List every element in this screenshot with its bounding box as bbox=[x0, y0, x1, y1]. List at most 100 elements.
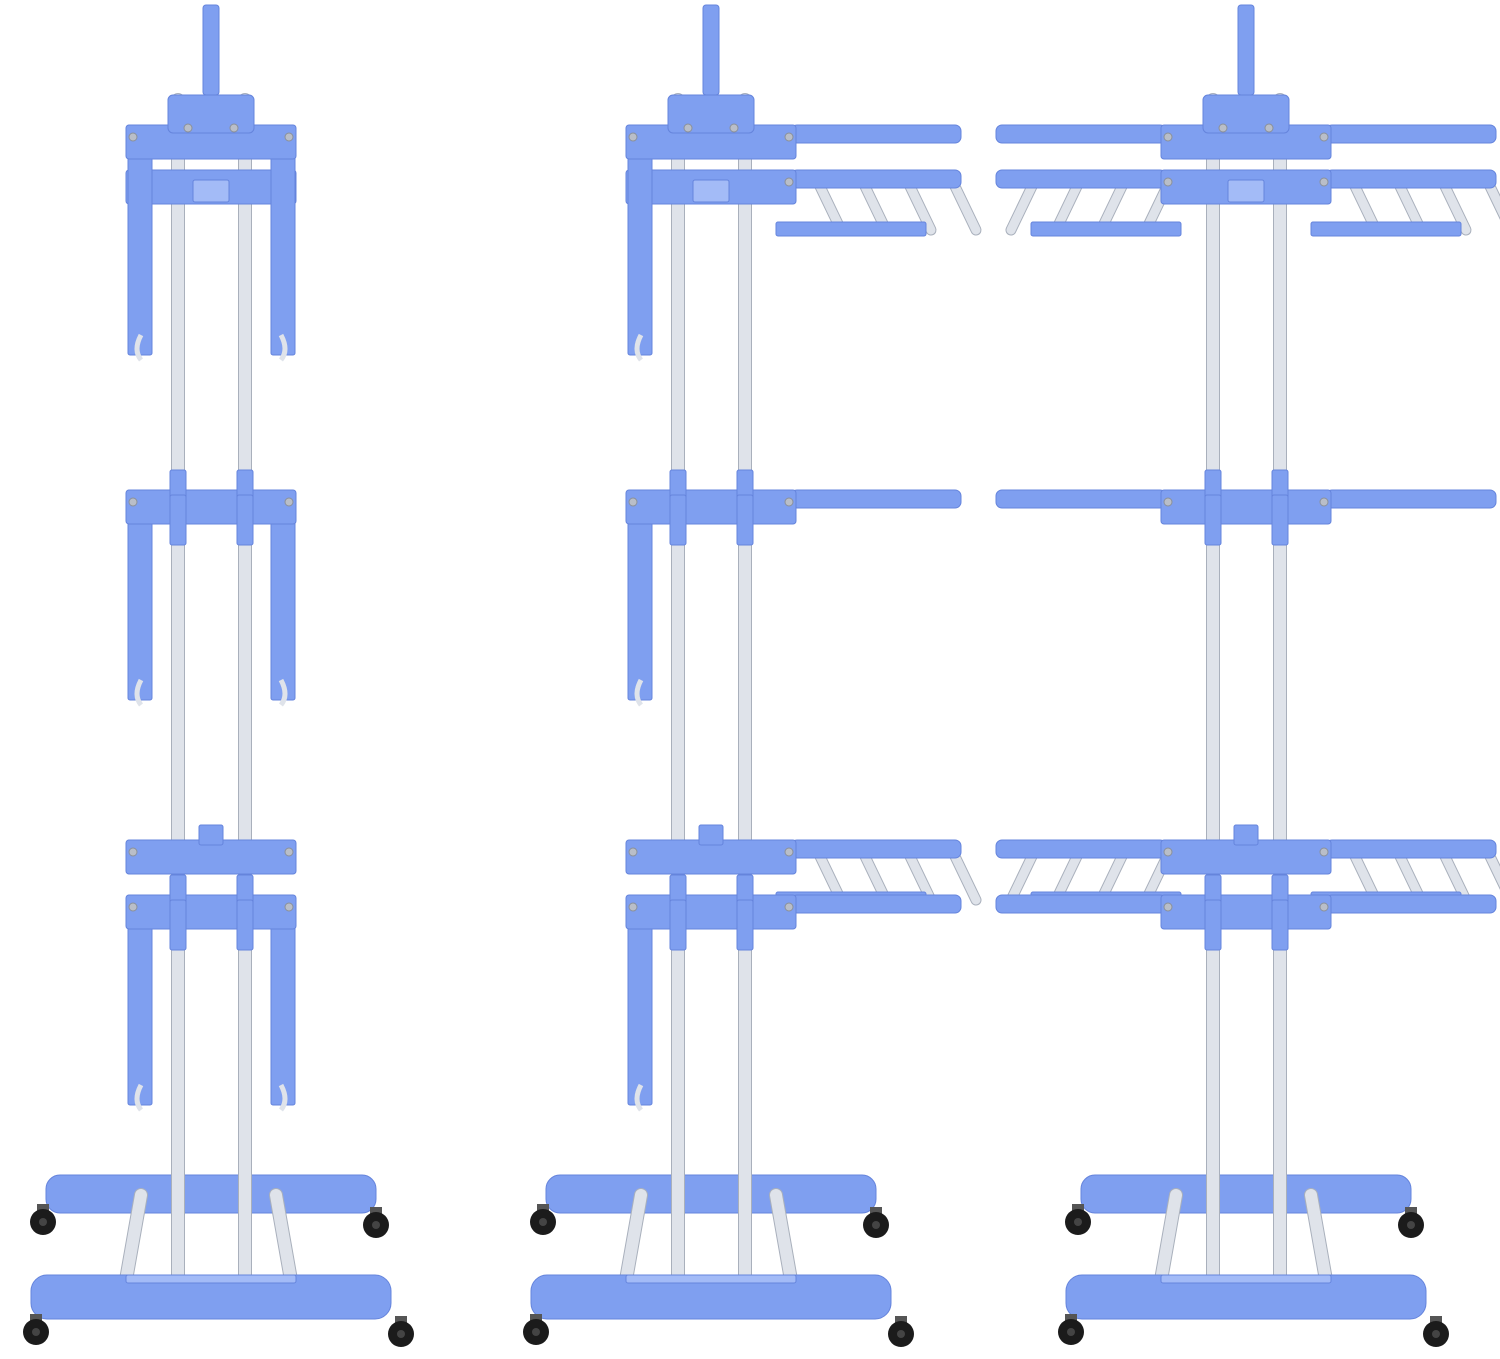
lower-tier bbox=[995, 894, 1497, 930]
open-wing-right bbox=[790, 894, 962, 914]
open-wing-left bbox=[995, 169, 1167, 189]
wheel-hub bbox=[872, 1221, 880, 1229]
top-tier bbox=[125, 124, 297, 362]
wheel-hub bbox=[897, 1330, 905, 1338]
screw bbox=[784, 847, 794, 857]
pole-clamp bbox=[669, 494, 687, 546]
open-wing-right bbox=[1325, 489, 1497, 509]
folded-wing-left bbox=[127, 519, 153, 701]
folded-wing-right bbox=[270, 154, 296, 356]
folded-rod-right bbox=[278, 333, 288, 362]
pole-clamp bbox=[169, 899, 187, 951]
tier-centre-bar bbox=[125, 489, 297, 525]
screw bbox=[128, 847, 138, 857]
open-wing-left bbox=[995, 894, 1167, 914]
front-base-top bbox=[125, 1274, 297, 1284]
wheel-hub bbox=[539, 1218, 547, 1226]
hanging-stem bbox=[702, 4, 720, 96]
wheel-hub bbox=[1067, 1328, 1075, 1336]
base-leg-left bbox=[1155, 1189, 1182, 1286]
top-tier-lower bbox=[625, 169, 982, 237]
screw bbox=[1264, 123, 1274, 133]
base-leg-right bbox=[770, 1189, 797, 1286]
folded-wing-left bbox=[627, 519, 653, 701]
back-base bbox=[545, 1174, 877, 1214]
head-latch bbox=[692, 179, 730, 203]
pole-clamp bbox=[1271, 494, 1289, 546]
open-wing-right bbox=[790, 169, 962, 189]
base-leg-left bbox=[120, 1189, 147, 1286]
wing-rail-right-inner bbox=[1310, 221, 1462, 237]
open-wing-left bbox=[995, 124, 1167, 144]
wing-rail-right-inner bbox=[775, 221, 927, 237]
folded-rod-right bbox=[278, 1083, 288, 1112]
hanging-stem bbox=[202, 4, 220, 96]
folded-wing-left bbox=[127, 924, 153, 1106]
pole-clamp bbox=[169, 494, 187, 546]
wheel-hub bbox=[1407, 1221, 1415, 1229]
screw bbox=[284, 847, 294, 857]
drying-rack-fully-open bbox=[995, 4, 1500, 1347]
pole-clamp bbox=[1204, 494, 1222, 546]
folded-wing-left bbox=[627, 924, 653, 1106]
folded-rod-left bbox=[134, 678, 144, 707]
folded-rod-left bbox=[134, 333, 144, 362]
screw bbox=[1163, 177, 1173, 187]
screw bbox=[128, 132, 138, 142]
drying-rack-half-open bbox=[523, 4, 982, 1347]
screw bbox=[1163, 497, 1173, 507]
folded-rod-left bbox=[634, 1083, 644, 1112]
screw bbox=[128, 902, 138, 912]
screw bbox=[729, 123, 739, 133]
screw bbox=[1319, 497, 1329, 507]
front-base-top bbox=[625, 1274, 797, 1284]
screw bbox=[628, 902, 638, 912]
pole-clamp bbox=[236, 494, 254, 546]
wheel-hub bbox=[1432, 1330, 1440, 1338]
wheel-hub bbox=[39, 1218, 47, 1226]
top-head bbox=[167, 94, 255, 134]
wheel-hub bbox=[397, 1330, 405, 1338]
open-wing-left bbox=[995, 839, 1167, 859]
open-wing-right bbox=[1325, 169, 1497, 189]
screw bbox=[284, 497, 294, 507]
middle-tier bbox=[125, 489, 297, 707]
screw bbox=[1163, 902, 1173, 912]
hanging-stem bbox=[1237, 4, 1255, 96]
base-leg-left bbox=[620, 1189, 647, 1286]
pole-clamp bbox=[1204, 899, 1222, 951]
lower-tier-clip bbox=[1233, 824, 1259, 846]
tier-centre-bar bbox=[625, 489, 797, 525]
pole-clamp bbox=[736, 899, 754, 951]
pole-clamp bbox=[236, 899, 254, 951]
screw bbox=[1319, 902, 1329, 912]
folded-wing-right bbox=[270, 519, 296, 701]
top-tier bbox=[995, 124, 1497, 160]
open-wing-right bbox=[790, 124, 962, 144]
screw bbox=[784, 497, 794, 507]
screw bbox=[784, 902, 794, 912]
top-tier bbox=[625, 124, 962, 362]
screw bbox=[183, 123, 193, 133]
screw bbox=[784, 132, 794, 142]
lower-tier-clip bbox=[198, 824, 224, 846]
wheel-hub bbox=[1074, 1218, 1082, 1226]
tier-centre-bar bbox=[1160, 489, 1332, 525]
screw bbox=[1163, 847, 1173, 857]
screw bbox=[628, 497, 638, 507]
screw bbox=[1163, 132, 1173, 142]
screw bbox=[683, 123, 693, 133]
pole-clamp bbox=[1271, 899, 1289, 951]
folded-rod-left bbox=[134, 1083, 144, 1112]
pole-clamp bbox=[736, 494, 754, 546]
base-leg-right bbox=[270, 1189, 297, 1286]
open-wing-right bbox=[790, 839, 962, 859]
top-head bbox=[667, 94, 755, 134]
head-latch bbox=[192, 179, 230, 203]
screw bbox=[1319, 132, 1329, 142]
head-latch bbox=[1227, 179, 1265, 203]
open-wing-right bbox=[1325, 124, 1497, 144]
open-wing-right bbox=[1325, 894, 1497, 914]
screw bbox=[284, 132, 294, 142]
